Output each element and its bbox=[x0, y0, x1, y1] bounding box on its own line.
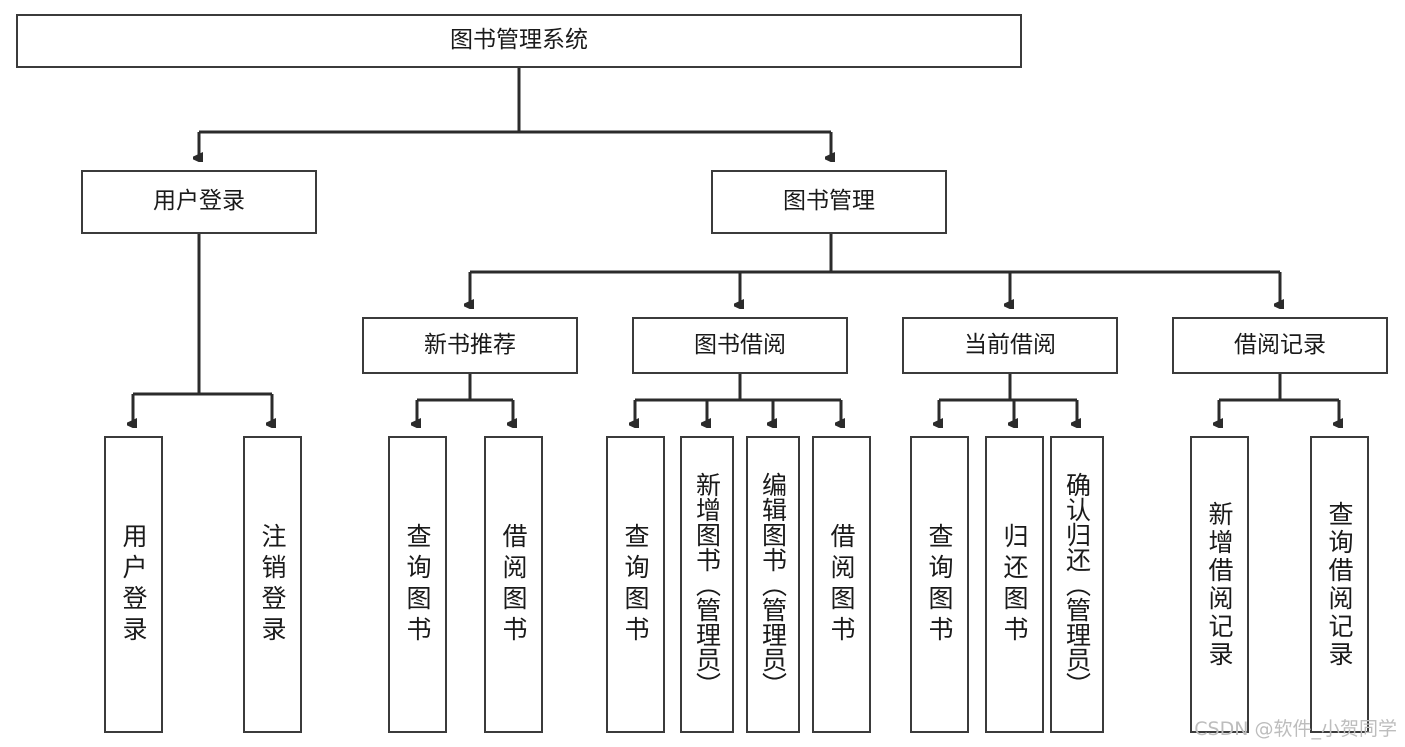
node-label: 编辑图书（管理员） bbox=[758, 472, 788, 697]
node-leaf-edit-book-admin[interactable]: 编辑图书（管理员） bbox=[746, 436, 800, 733]
node-label: 图书管理 bbox=[783, 188, 875, 215]
node-label: 归还图书 bbox=[1000, 522, 1029, 647]
node-leaf-query-book-2[interactable]: 查询图书 bbox=[606, 436, 665, 733]
node-leaf-borrow-book-2[interactable]: 借阅图书 bbox=[812, 436, 871, 733]
node-leaf-query-book-1[interactable]: 查询图书 bbox=[388, 436, 447, 733]
node-label: 查询借阅记录 bbox=[1325, 500, 1354, 669]
node-label: 新增借阅记录 bbox=[1205, 500, 1234, 669]
node-book-manage[interactable]: 图书管理 bbox=[711, 170, 947, 234]
node-label: 借阅记录 bbox=[1234, 331, 1326, 358]
node-borrow-record[interactable]: 借阅记录 bbox=[1172, 317, 1388, 374]
node-label: 借阅图书 bbox=[827, 522, 856, 647]
node-user-login[interactable]: 用户登录 bbox=[81, 170, 317, 234]
node-label: 确认归还（管理员） bbox=[1062, 472, 1092, 697]
node-label: 当前借阅 bbox=[964, 331, 1056, 358]
node-leaf-add-record[interactable]: 新增借阅记录 bbox=[1190, 436, 1249, 733]
node-label: 查询图书 bbox=[621, 522, 650, 647]
node-label: 新书推荐 bbox=[424, 331, 516, 358]
node-leaf-return-book[interactable]: 归还图书 bbox=[985, 436, 1044, 733]
node-label: 新增图书（管理员） bbox=[692, 472, 722, 697]
node-leaf-confirm-return-admin[interactable]: 确认归还（管理员） bbox=[1050, 436, 1104, 733]
node-label: 注销登录 bbox=[258, 522, 287, 647]
node-book-borrow[interactable]: 图书借阅 bbox=[632, 317, 848, 374]
node-label: 图书管理系统 bbox=[450, 27, 588, 54]
node-label: 图书借阅 bbox=[694, 331, 786, 358]
node-label: 借阅图书 bbox=[499, 522, 528, 647]
node-current-borrow[interactable]: 当前借阅 bbox=[902, 317, 1118, 374]
node-leaf-logout[interactable]: 注销登录 bbox=[243, 436, 302, 733]
node-label: 查询图书 bbox=[925, 522, 954, 647]
node-leaf-query-record[interactable]: 查询借阅记录 bbox=[1310, 436, 1369, 733]
node-label: 查询图书 bbox=[403, 522, 432, 647]
node-leaf-borrow-book-1[interactable]: 借阅图书 bbox=[484, 436, 543, 733]
node-leaf-query-book-3[interactable]: 查询图书 bbox=[910, 436, 969, 733]
node-leaf-add-book-admin[interactable]: 新增图书（管理员） bbox=[680, 436, 734, 733]
node-label: 用户登录 bbox=[119, 522, 148, 647]
node-leaf-user-login[interactable]: 用户登录 bbox=[104, 436, 163, 733]
node-label: 用户登录 bbox=[153, 188, 245, 215]
node-new-book-recommend[interactable]: 新书推荐 bbox=[362, 317, 578, 374]
node-root-system[interactable]: 图书管理系统 bbox=[16, 14, 1022, 68]
